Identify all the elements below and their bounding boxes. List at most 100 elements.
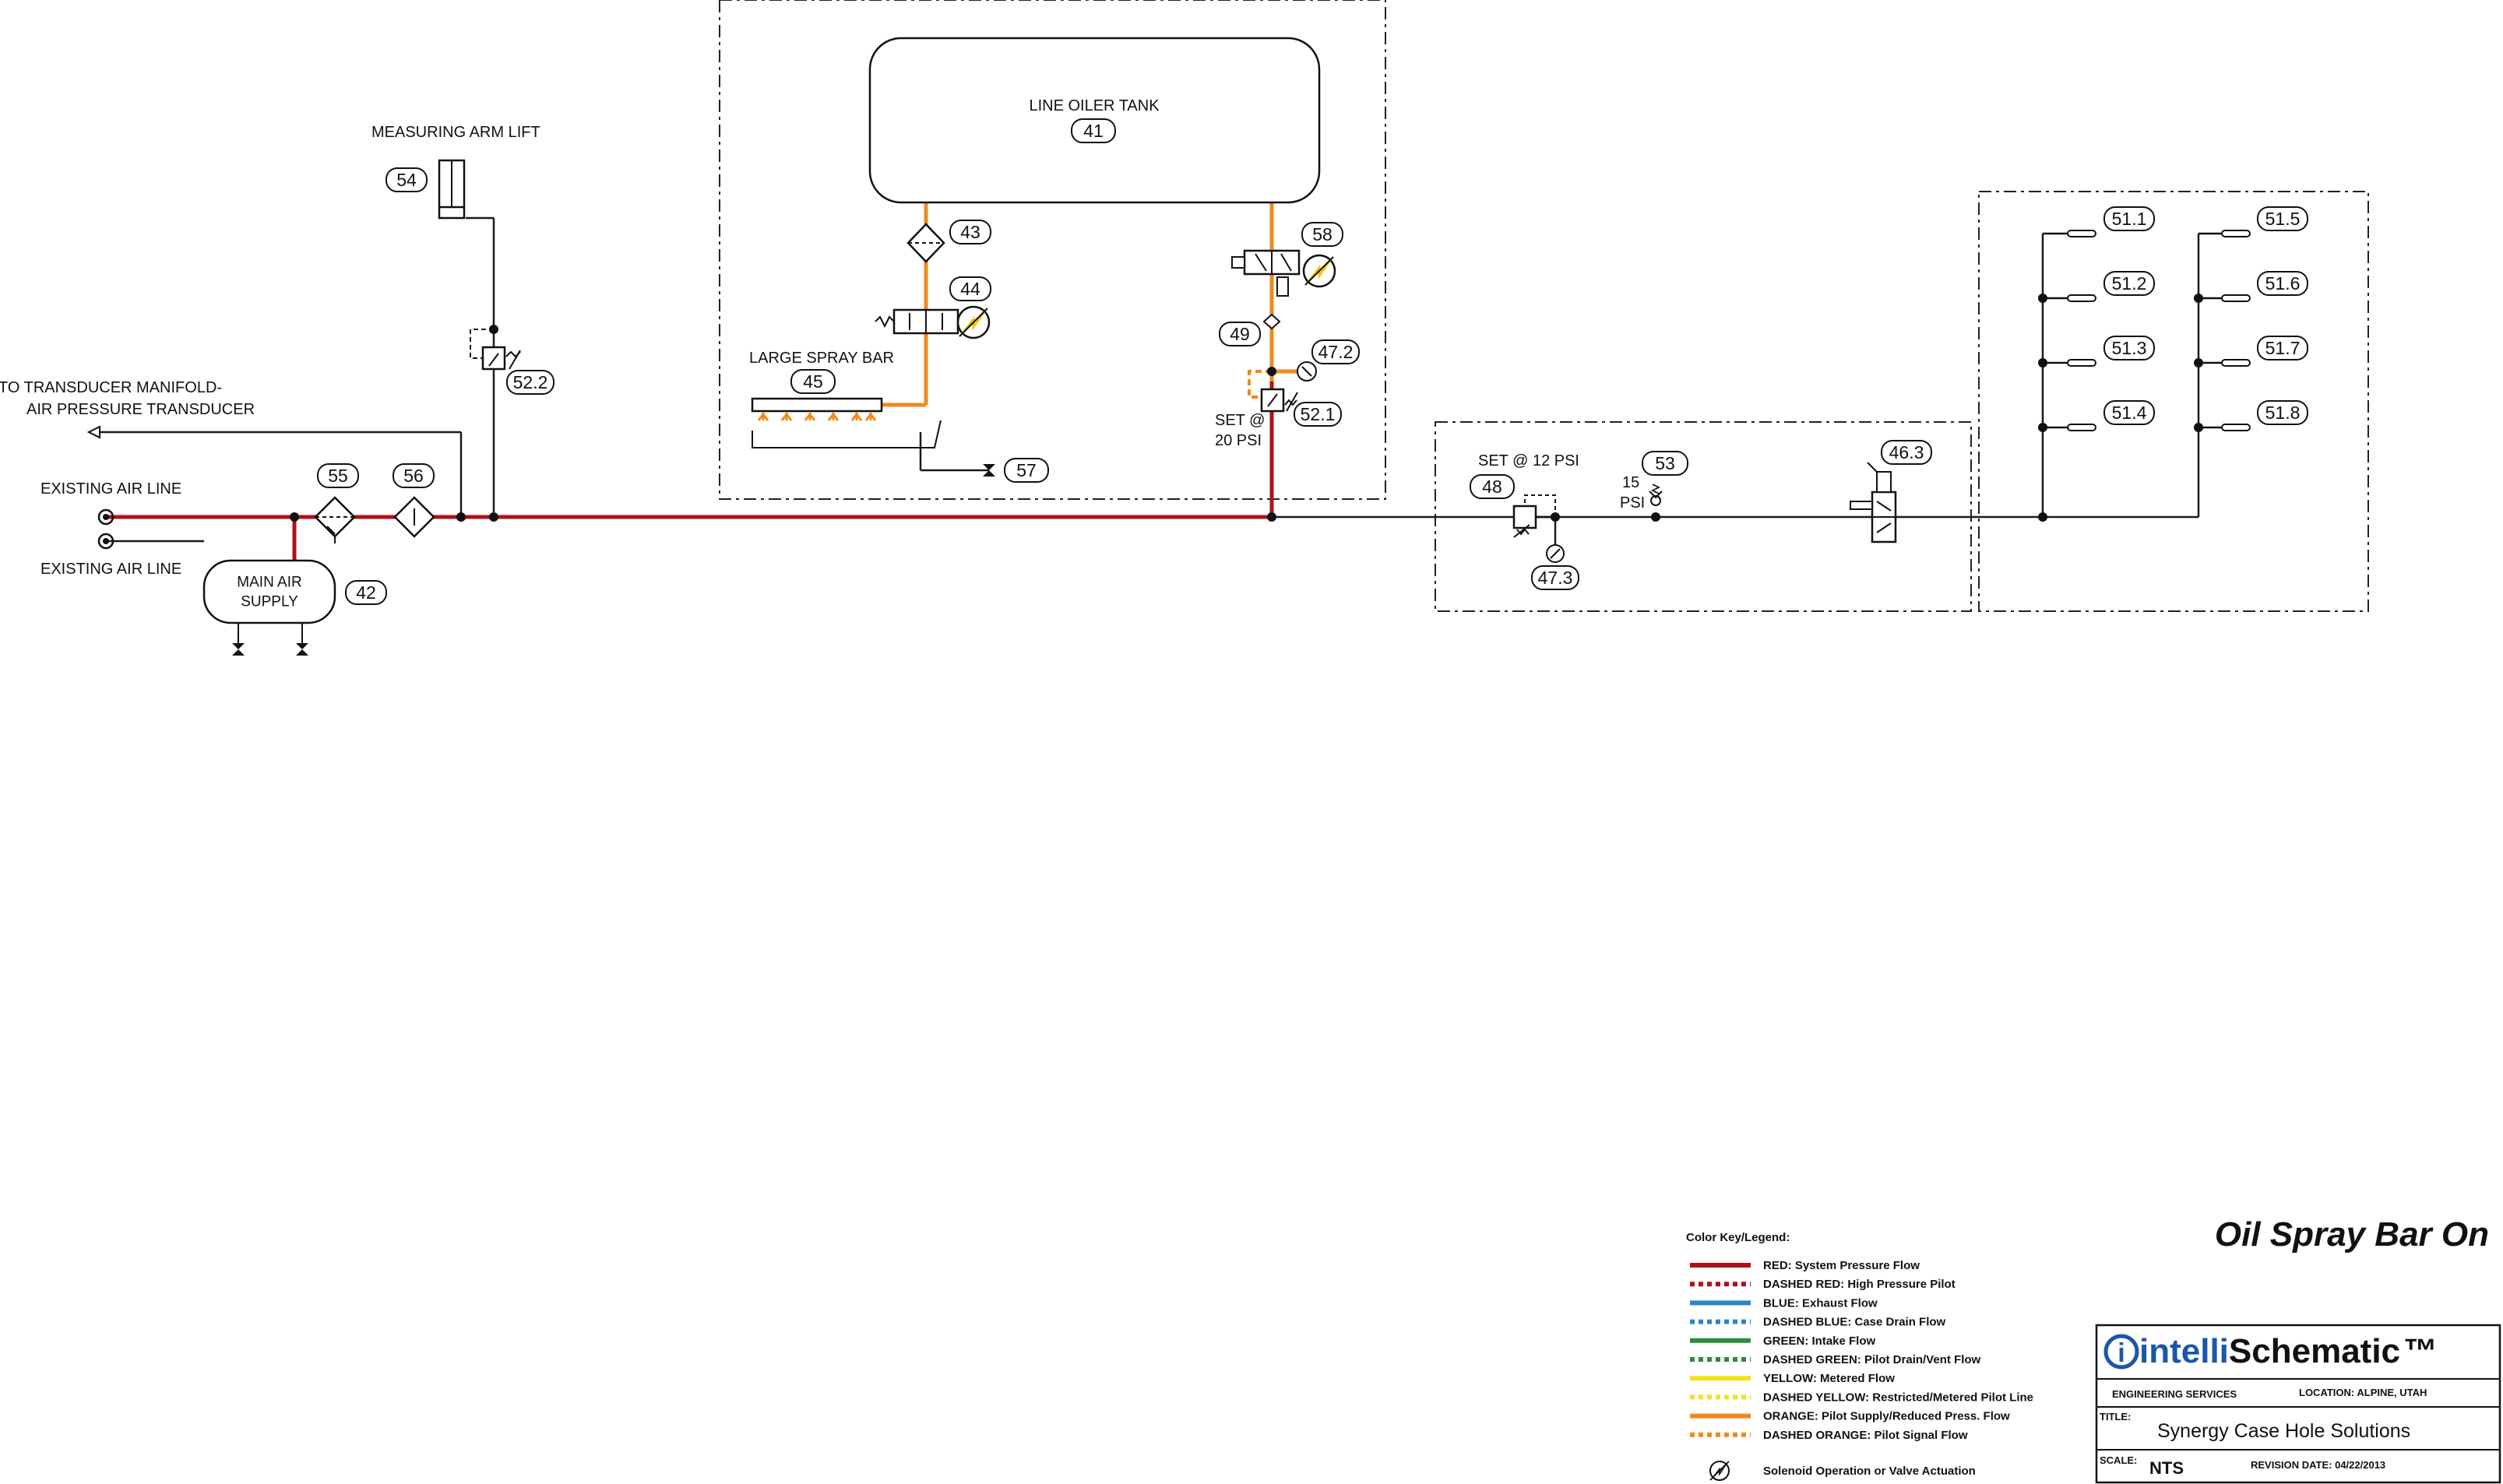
nozzle-51-2 xyxy=(2067,294,2096,302)
tag-51-6: 51.6 xyxy=(2257,271,2308,296)
drain-valve-57 xyxy=(983,464,995,476)
legend-item: DASHED BLUE: Case Drain Flow xyxy=(1690,1316,1946,1329)
spray-nozzle-group-boundary xyxy=(1978,191,2369,612)
title-block: i intelliSchematic™ ENGINEERING SERVICES… xyxy=(2095,1324,2501,1484)
solenoid-valve-44 xyxy=(875,308,970,335)
svg-text:52.1: 52.1 xyxy=(1301,404,1336,424)
reducing-valve-52-1 xyxy=(1260,388,1298,413)
transducer-arrow-icon xyxy=(86,425,100,439)
nozzle-51-7 xyxy=(2221,359,2251,367)
cracking-pressure-label-line1: 15 xyxy=(1622,474,1639,491)
check-valve-49 xyxy=(1262,313,1281,330)
svg-text:intelliSchematic™: intelliSchematic™ xyxy=(2139,1332,2438,1370)
nozzle-51-8 xyxy=(2221,424,2251,431)
svg-text:42: 42 xyxy=(356,582,376,603)
lubricator-56 xyxy=(393,496,435,538)
relief-valve-52-2 xyxy=(470,329,521,371)
tag-53: 53 xyxy=(1642,451,1688,476)
scale-label: SCALE: xyxy=(2100,1454,2137,1466)
revision-date: REVISION DATE: 04/22/2013 xyxy=(2251,1459,2385,1471)
svg-text:49: 49 xyxy=(1230,324,1250,344)
tag-51-8: 51.8 xyxy=(2257,400,2308,425)
solenoid-actuation-44-icon xyxy=(956,305,991,339)
svg-text:SUPPLY: SUPPLY xyxy=(241,594,298,610)
nozzle-51-6 xyxy=(2221,294,2251,302)
svg-text:44: 44 xyxy=(960,279,980,299)
tag-45: 45 xyxy=(790,369,836,394)
legend-label: DASHED BLUE: Case Drain Flow xyxy=(1763,1316,1946,1329)
solenoid-legend-icon xyxy=(1709,1461,1730,1481)
tag-41: 41 xyxy=(1071,118,1116,143)
svg-text:43: 43 xyxy=(960,222,980,242)
tag-44: 44 xyxy=(949,276,991,301)
svg-text:51.1: 51.1 xyxy=(2112,209,2147,229)
tag-57: 57 xyxy=(1004,458,1049,483)
tag-51-1: 51.1 xyxy=(2103,206,2155,231)
legend-item: YELLOW: Metered Flow xyxy=(1690,1372,1895,1385)
tag-51-3: 51.3 xyxy=(2103,336,2155,360)
legend-label: BLUE: Exhaust Flow xyxy=(1763,1296,1878,1310)
legend-item: RED: System Pressure Flow xyxy=(1690,1259,1920,1272)
tag-51-7: 51.7 xyxy=(2257,336,2308,360)
legend-label: RED: System Pressure Flow xyxy=(1763,1259,1920,1272)
existing-air-line-label-2: EXISTING AIR LINE xyxy=(40,561,181,578)
tag-52-1: 52.1 xyxy=(1294,402,1342,427)
pressure-gauge-47-2 xyxy=(1297,361,1317,382)
legend-label: DASHED ORANGE: Pilot Signal Flow xyxy=(1763,1429,1968,1442)
solenoid-legend-text: Solenoid Operation or Valve Actuation xyxy=(1763,1465,1976,1478)
solenoid-valve-58 xyxy=(1231,249,1301,297)
svg-text:58: 58 xyxy=(1312,224,1332,244)
filter-regulator-55 xyxy=(314,496,356,543)
scale-value: NTS xyxy=(2149,1458,2184,1478)
measuring-arm-lift-cylinder xyxy=(438,159,466,220)
svg-text:57: 57 xyxy=(1016,460,1037,480)
svg-text:i: i xyxy=(2118,1338,2125,1368)
svg-text:41: 41 xyxy=(1083,121,1104,141)
measuring-arm-lift-label: MEASURING ARM LIFT xyxy=(371,124,540,141)
project-title: Synergy Case Hole Solutions xyxy=(2157,1420,2410,1442)
legend-item: BLUE: Exhaust Flow xyxy=(1690,1296,1878,1310)
tag-46-3: 46.3 xyxy=(1881,440,1932,465)
legend-item: GREEN: Intake Flow xyxy=(1690,1335,1876,1348)
transducer-label-line1: TO TRANSDUCER MANIFOLD- xyxy=(0,379,222,396)
tag-48: 48 xyxy=(1470,474,1515,499)
svg-text:56: 56 xyxy=(403,466,424,486)
tag-47-3: 47.3 xyxy=(1531,565,1579,590)
svg-text:54: 54 xyxy=(396,170,417,190)
svg-text:51.2: 51.2 xyxy=(2112,273,2147,294)
tag-43: 43 xyxy=(949,220,991,244)
svg-text:46.3: 46.3 xyxy=(1889,442,1924,462)
pilot-signal-line xyxy=(1248,370,1272,399)
nozzle-51-1 xyxy=(2067,230,2096,237)
svg-text:51.5: 51.5 xyxy=(2265,209,2301,229)
nozzle-51-3 xyxy=(2067,359,2096,367)
svg-text:MAIN AIR: MAIN AIR xyxy=(237,575,301,591)
air-inlet-port-2 xyxy=(97,533,114,550)
svg-text:51.7: 51.7 xyxy=(2265,338,2301,358)
main-air-supply-tank: MAIN AIR SUPPLY xyxy=(202,559,336,656)
legend-label: ORANGE: Pilot Supply/Reduced Press. Flow xyxy=(1763,1410,2010,1423)
set-20-psi-label-line1: SET @ xyxy=(1215,412,1265,429)
tag-54: 54 xyxy=(385,167,428,192)
location: LOCATION: ALPINE, UTAH xyxy=(2299,1387,2427,1398)
legend-label: DASHED YELLOW: Restricted/Metered Pilot … xyxy=(1763,1391,2033,1404)
filter-43 xyxy=(907,223,945,263)
svg-text:47.2: 47.2 xyxy=(1318,342,1354,362)
set-20-psi-label-line2: 20 PSI xyxy=(1215,432,1262,449)
nozzle-51-4 xyxy=(2067,424,2096,431)
legend-item: DASHED GREEN: Pilot Drain/Vent Flow xyxy=(1690,1353,1981,1366)
regulator-48 xyxy=(1512,494,1556,538)
tag-56: 56 xyxy=(393,463,435,488)
tag-47-2: 47.2 xyxy=(1311,339,1360,364)
page-title: Oil Spray Bar On xyxy=(2215,1215,2489,1254)
svg-text:52.2: 52.2 xyxy=(513,372,548,392)
transducer-label-line2: AIR PRESSURE TRANSDUCER xyxy=(26,401,255,418)
nozzle-51-5 xyxy=(2221,230,2251,237)
legend-item: DASHED YELLOW: Restricted/Metered Pilot … xyxy=(1690,1391,2033,1404)
tag-51-5: 51.5 xyxy=(2257,206,2308,231)
legend-label: DASHED RED: High Pressure Pilot xyxy=(1763,1278,1956,1291)
check-valve-53 xyxy=(1649,484,1663,506)
large-spray-bar-label: LARGE SPRAY BAR xyxy=(749,350,894,367)
